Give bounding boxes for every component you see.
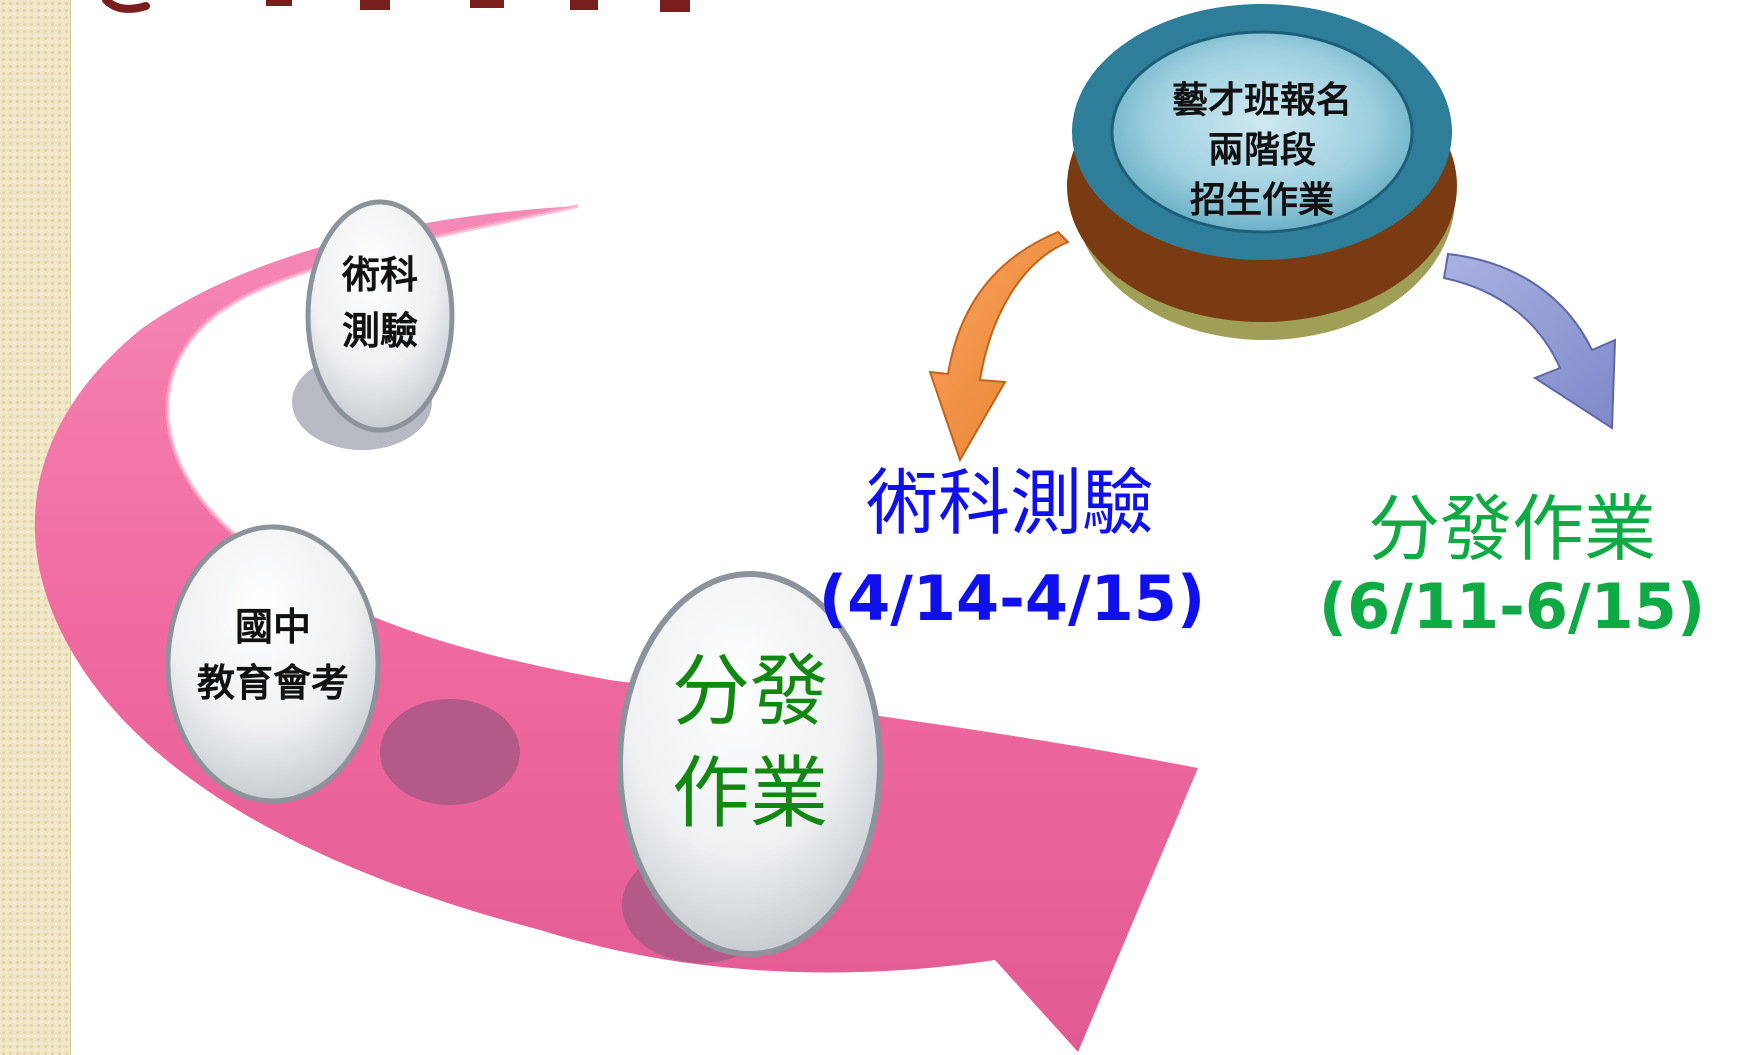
pink-process-arrow <box>34 204 1199 1052</box>
stage-distribution: 分發作業 (6/11-6/15) <box>1319 487 1706 643</box>
bubble-exam-line2: 測驗 <box>342 309 418 353</box>
stage-exam-date: (4/14-4/15) <box>819 562 1206 635</box>
cropped-title-fragment <box>102 0 690 13</box>
hub-line1: 藝才班報名 <box>1172 80 1352 121</box>
bubble-cap-line2: 教育會考 <box>197 661 349 705</box>
stage-exam: 術科測驗 (4/14-4/15) <box>819 461 1206 635</box>
hub-line2: 兩階段 <box>1208 130 1316 171</box>
bubble-distribution: 分發 作業 <box>617 571 883 957</box>
hub-node: 藝才班報名 兩階段 招生作業 <box>1067 4 1457 340</box>
bubble-cap: 國中 教育會考 <box>165 524 381 804</box>
hub-line3: 招生作業 <box>1190 180 1334 221</box>
bubble-dist-line2: 作業 <box>672 749 828 839</box>
arrow-to-exam <box>928 230 1070 463</box>
bubble-dist-line1: 分發 <box>672 647 828 737</box>
stage-dist-title: 分發作業 <box>1368 487 1656 571</box>
bubble-exam-line1: 術科 <box>341 253 418 297</box>
bubble-exam: 術科 測驗 <box>305 199 455 433</box>
arrow-to-distribution <box>1442 252 1617 430</box>
stage-exam-title: 術科測驗 <box>866 461 1154 545</box>
bubble-cap-line1: 國中 <box>235 605 311 649</box>
stage-dist-date: (6/11-6/15) <box>1319 570 1706 643</box>
